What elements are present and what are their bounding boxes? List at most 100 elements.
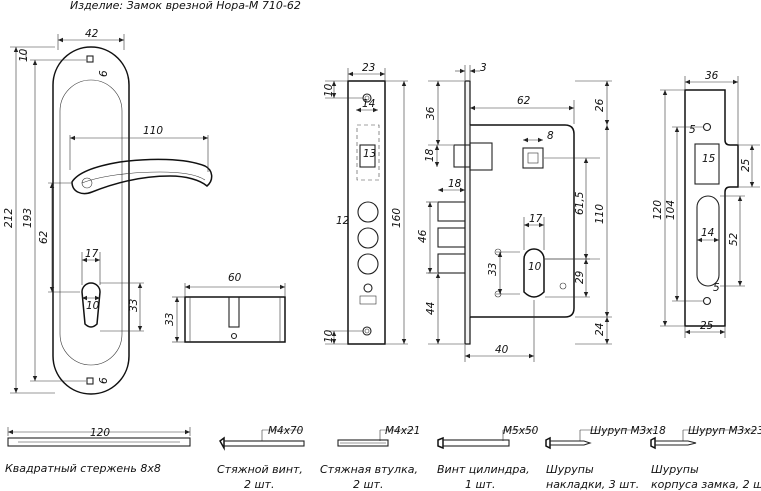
cylinder-body: [184, 296, 286, 343]
dim-lock-top-right: 26: [594, 98, 606, 112]
dim-handle-cyl-h: 33: [128, 299, 140, 312]
handle-keyhole: [81, 282, 101, 328]
dim-lock-depth: 62: [517, 95, 531, 107]
dim-faceplate-bolt: 14: [362, 98, 375, 110]
dim-strike-width: 36: [705, 70, 719, 82]
part-m5x50-label: M5x50: [503, 425, 539, 437]
part-screw-m3x18: Шуруп M3x18 Шурупы накладки, 3 шт.: [545, 425, 666, 491]
dim-lock-bottom-right: 24: [594, 323, 606, 336]
part-square-rod: 120 Квадратный стержень 8x8: [5, 427, 191, 475]
cylinder-screw-hole: [230, 332, 238, 340]
part-m3x23-label: Шуруп M3x23: [688, 425, 761, 437]
part-m3x18-label: Шуруп M3x18: [590, 425, 666, 437]
handle-plate-outline: [52, 46, 130, 395]
part-screw-m4x70: M4x70 Стяжной винт, 2 шт.: [217, 425, 305, 491]
faceplate-cyl-slot: [359, 295, 377, 305]
part-rod-label: 120: [90, 427, 110, 439]
faceplate-bolt-3: [357, 253, 379, 275]
dim-strike-slot-h: 52: [728, 232, 740, 246]
strike-hole-top: [702, 122, 712, 132]
dim-faceplate-width: 23: [362, 62, 375, 74]
dim-lock-axis: 61,5: [574, 191, 586, 215]
dim-lock-cyl-h: 33: [487, 263, 499, 276]
part-m4x70-name: Стяжной винт,: [217, 463, 303, 476]
part-m3x18-qty: накладки, 3 шт.: [546, 478, 639, 491]
handle-plate-inner: [59, 79, 123, 366]
part-m4x21-label: M4x21: [385, 425, 420, 437]
dim-handle-center: 62: [38, 230, 50, 244]
dim-strike-inner: 104: [665, 200, 677, 220]
lock-cyl-hole: [523, 248, 545, 298]
part-m3x18-name: Шурупы: [546, 463, 594, 476]
parts-row: 120 Квадратный стержень 8x8 M4x70 Стяжно…: [5, 425, 761, 491]
dim-handle-cyl-w: 17: [85, 248, 99, 260]
lock-latch-base: [469, 142, 493, 171]
dim-lock-latch-h: 18: [424, 148, 436, 162]
handle-lever-inner: [81, 171, 206, 184]
lock-body-view: 3 62 36 26 8 18 18 46 61,5 110 17 10 33: [417, 62, 612, 362]
dim-lock-square: 8: [547, 130, 554, 142]
dim-lock-cyl-d: 10: [528, 261, 542, 273]
dim-strike-hole-top: 5: [689, 124, 696, 136]
dim-lock-cyl-w: 17: [529, 213, 543, 225]
handle-screw-top: [86, 55, 94, 63]
part-rod-shape: [7, 437, 191, 447]
strike-latch-slot: [694, 143, 720, 185]
lock-bolt-1: [437, 201, 466, 222]
dim-cylinder-height: 33: [164, 313, 176, 326]
faceplate-view: 23 10 14 13 12 160 10: [323, 62, 408, 345]
dim-lock-cyl-r: 29: [574, 270, 586, 284]
dim-handle-total: 212: [3, 208, 15, 228]
dim-handle-width: 42: [85, 28, 99, 40]
dim-faceplate-bottom: 10: [323, 329, 335, 343]
faceplate-bolt-2: [357, 227, 379, 249]
dim-strike-side: 25: [740, 158, 752, 172]
dim-faceplate-top: 10: [323, 83, 335, 97]
strike-outline: [684, 89, 739, 327]
dim-faceplate-bolt-h: 13: [363, 148, 376, 160]
lock-square-hole: [522, 147, 544, 169]
cylinder-cam: [228, 296, 240, 328]
dim-lock-bolt-gap: 46: [417, 229, 429, 243]
dim-handle-axis: 193: [22, 208, 34, 228]
handle-screw-bottom: [86, 377, 94, 385]
dim-cylinder-length: 60: [228, 272, 242, 284]
dim-faceplate-holes: 12: [336, 215, 350, 227]
part-m5x50-name: Винт цилиндра,: [437, 463, 530, 476]
drawing-title: Изделие: Замок врезной Нора-М 710-62: [70, 0, 301, 12]
part-m3x23-qty: корпуса замка, 2 шт.: [651, 478, 761, 491]
dim-strike-bottom: 25: [700, 320, 714, 332]
part-m4x70-qty: 2 шт.: [244, 478, 274, 491]
dim-faceplate-length: 160: [391, 208, 403, 228]
dim-strike-hole-bottom: 5: [713, 282, 720, 294]
faceplate-latch-slot: [356, 124, 380, 181]
strike-hole-bottom: [702, 296, 712, 306]
handle-view: 42 110 212 193 10 6 62 17 10 33 6: [3, 28, 213, 395]
part-screw-m5x50: M5x50 Винт цилиндра, 1 шт.: [437, 425, 539, 491]
dim-lever-length: 110: [143, 125, 163, 137]
faceplate-screw-bottom: [362, 326, 372, 336]
part-m5x50-qty: 1 шт.: [465, 478, 495, 491]
lock-screw-3: [559, 282, 567, 290]
part-m4x21-qty: 2 шт.: [353, 478, 383, 491]
dim-strike-total: 120: [652, 200, 664, 220]
lock-bolt-3: [437, 253, 466, 274]
part-rod-name: Квадратный стержень 8x8: [5, 462, 161, 475]
faceplate-bolt-1: [357, 201, 379, 223]
dim-lock-backset: 40: [495, 344, 509, 356]
dim-lock-top-left: 36: [425, 106, 437, 120]
lock-bolt-2: [437, 227, 466, 248]
part-m3x23-name: Шурупы: [651, 463, 699, 476]
handle-lever: [71, 158, 213, 195]
cylinder-view: 60 33: [164, 272, 286, 343]
strike-plate-view: 36 5 15 25 120 104 14 52 5 25: [652, 70, 760, 338]
faceplate-screw-mid: [363, 283, 373, 293]
dim-handle-top-small: 6: [98, 70, 110, 77]
part-screw-m3x23: Шуруп M3x23 Шурупы корпуса замка, 2 шт.: [650, 425, 761, 491]
lock-case-outline: [470, 124, 575, 318]
dim-lock-bottom-left: 44: [425, 302, 437, 315]
dim-strike-latch-slot: 14: [701, 227, 714, 239]
faceplate-latch: [359, 144, 376, 168]
dim-lock-bolt-w: 18: [448, 178, 462, 190]
